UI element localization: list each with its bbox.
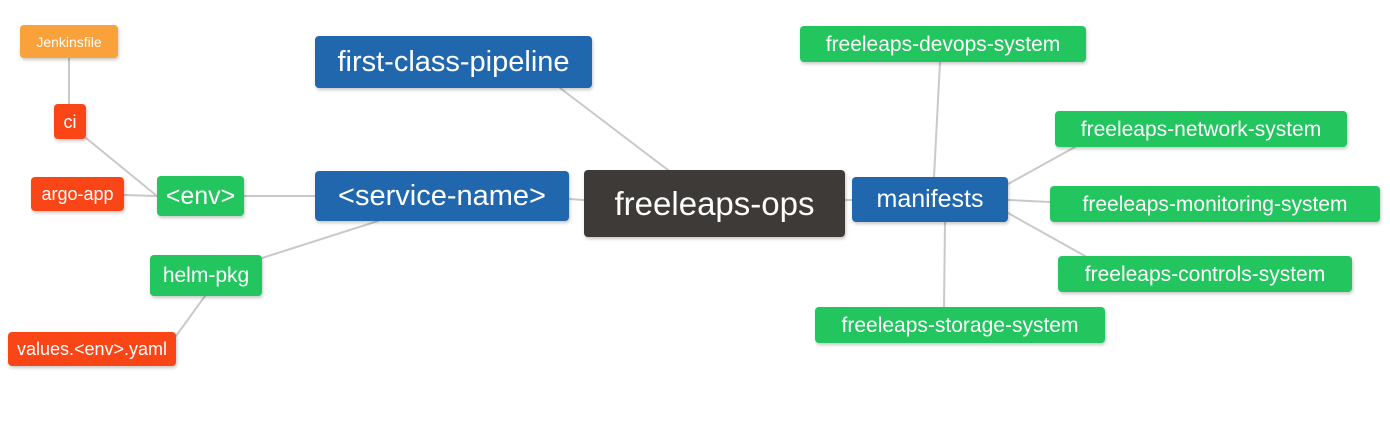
node-label-argo-app: argo-app bbox=[41, 184, 114, 204]
node-label-service-name: <service-name> bbox=[338, 179, 546, 212]
node-network-system[interactable]: freeleaps-network-system bbox=[1055, 111, 1347, 147]
edge-values-yaml-to-helm-pkg bbox=[175, 295, 206, 337]
node-label-storage-system: freeleaps-storage-system bbox=[841, 313, 1079, 337]
node-label-network-system: freeleaps-network-system bbox=[1080, 117, 1322, 141]
node-env[interactable]: <env> bbox=[157, 176, 244, 216]
edge-manifests-to-monitoring-system bbox=[1007, 199, 1051, 203]
node-label-helm-pkg: helm-pkg bbox=[162, 264, 250, 287]
node-monitoring-system[interactable]: freeleaps-monitoring-system bbox=[1050, 186, 1380, 222]
node-label-freeleaps-ops: freeleaps-ops bbox=[614, 185, 815, 222]
node-label-env: <env> bbox=[165, 181, 236, 210]
node-argo-app[interactable]: argo-app bbox=[31, 177, 124, 211]
edge-service-name-to-freeleaps-ops bbox=[568, 198, 585, 201]
edge-manifests-to-devops-system bbox=[933, 61, 941, 178]
node-manifests[interactable]: manifests bbox=[852, 177, 1008, 222]
node-values-yaml[interactable]: values.<env>.yaml bbox=[8, 332, 176, 366]
node-service-name[interactable]: <service-name> bbox=[315, 171, 569, 221]
node-label-jenkinsfile: Jenkinsfile bbox=[36, 33, 102, 50]
node-freeleaps-ops[interactable]: freeleaps-ops bbox=[584, 170, 845, 237]
node-helm-pkg[interactable]: helm-pkg bbox=[150, 255, 262, 296]
node-first-class-pipeline[interactable]: first-class-pipeline bbox=[315, 36, 592, 88]
node-label-values-yaml: values.<env>.yaml bbox=[16, 339, 168, 359]
node-jenkinsfile[interactable]: Jenkinsfile bbox=[20, 25, 118, 58]
edge-argo-app-to-env bbox=[123, 194, 158, 197]
edge-helm-pkg-to-service-name bbox=[261, 220, 379, 259]
edge-manifests-to-network-system bbox=[1007, 146, 1076, 185]
node-label-monitoring-system: freeleaps-monitoring-system bbox=[1082, 192, 1348, 216]
node-controls-system[interactable]: freeleaps-controls-system bbox=[1058, 256, 1352, 292]
edge-manifests-to-storage-system bbox=[943, 221, 946, 308]
node-devops-system[interactable]: freeleaps-devops-system bbox=[800, 26, 1086, 62]
edge-first-class-pipeline-to-freeleaps-ops bbox=[559, 87, 669, 171]
node-label-controls-system: freeleaps-controls-system bbox=[1084, 262, 1326, 286]
node-label-ci: ci bbox=[63, 111, 77, 132]
node-label-first-class-pipeline: first-class-pipeline bbox=[337, 45, 570, 78]
node-storage-system[interactable]: freeleaps-storage-system bbox=[815, 307, 1105, 343]
node-label-devops-system: freeleaps-devops-system bbox=[825, 32, 1061, 56]
node-ci[interactable]: ci bbox=[54, 104, 86, 139]
node-label-manifests: manifests bbox=[876, 185, 984, 213]
